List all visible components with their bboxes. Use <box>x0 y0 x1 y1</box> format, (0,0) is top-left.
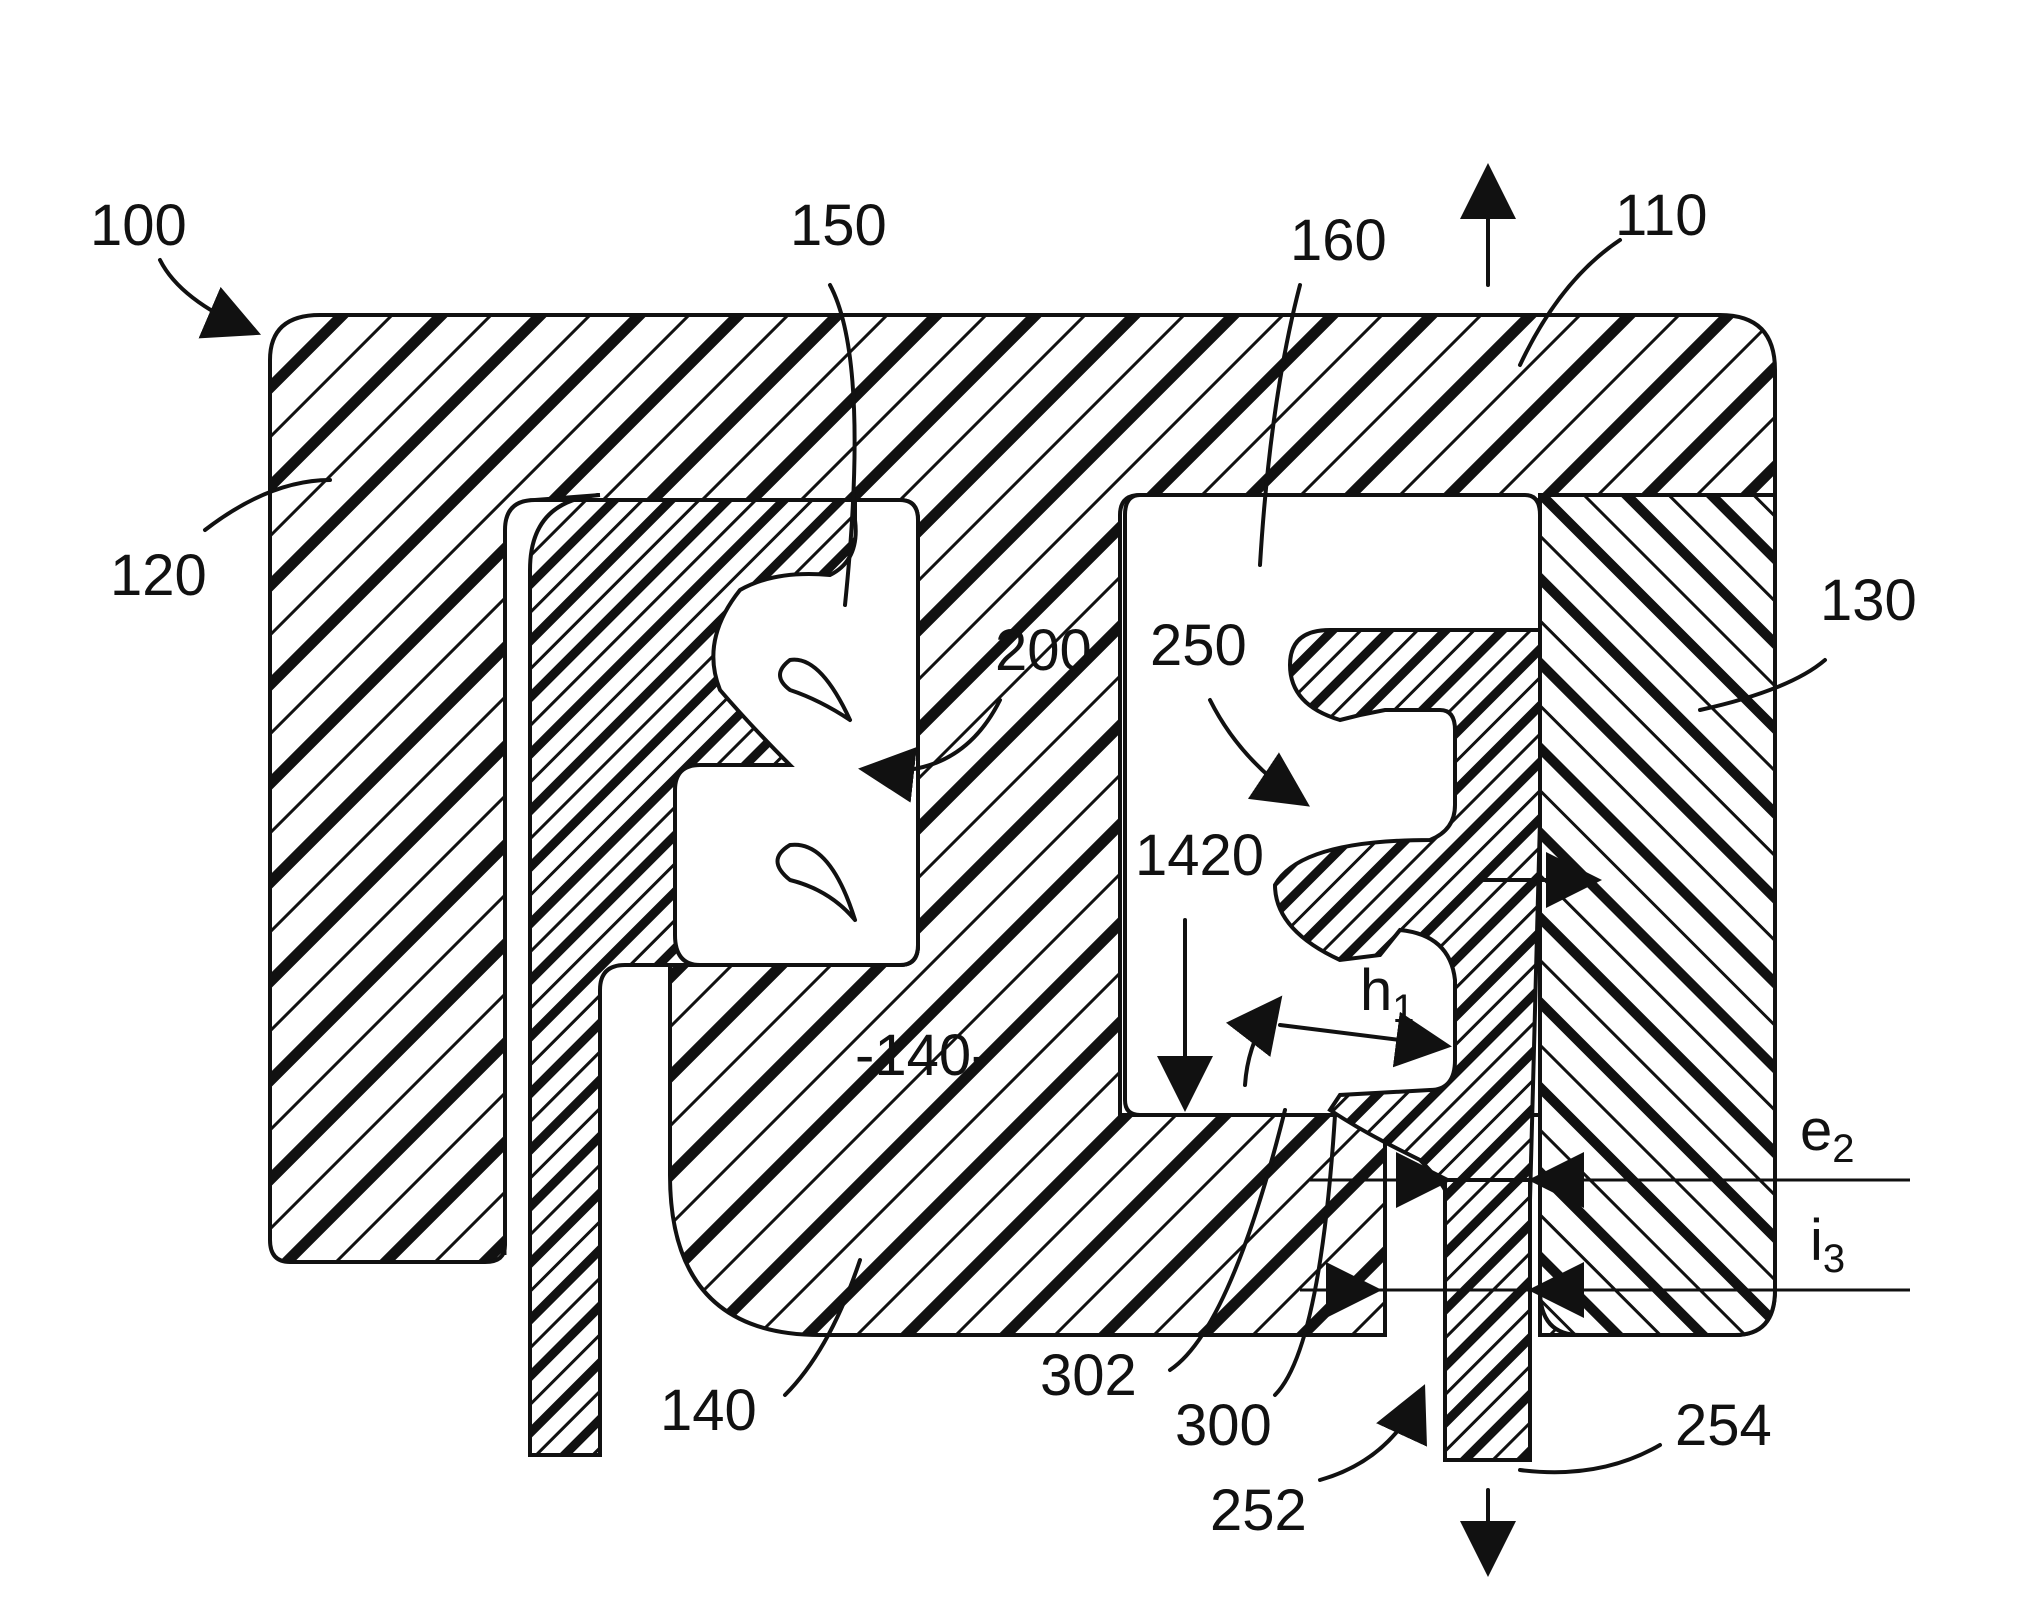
label-200: 200 <box>995 618 1092 683</box>
label-302: 302 <box>1040 1343 1137 1408</box>
label-100: 100 <box>90 193 187 258</box>
leader-100 <box>160 260 250 330</box>
label-160: 160 <box>1290 208 1387 273</box>
label-140: 140 <box>660 1378 757 1443</box>
wall-130 <box>1540 495 1775 1335</box>
leader-252 <box>1320 1395 1420 1480</box>
label-130: 130 <box>1820 568 1917 633</box>
label-1420: 1420 <box>1135 823 1264 888</box>
strip-252 <box>1445 1180 1530 1460</box>
label-252: 252 <box>1210 1478 1307 1543</box>
label-110: 110 <box>1615 183 1707 248</box>
label-150: 150 <box>790 193 887 258</box>
label-300: 300 <box>1175 1393 1272 1458</box>
label-254: 254 <box>1675 1393 1772 1458</box>
label-140-center: -140- <box>855 1023 990 1088</box>
label-120: 120 <box>110 543 207 608</box>
leader-254 <box>1520 1445 1660 1472</box>
label-i3: i3 <box>1810 1208 1845 1281</box>
label-e2: e2 <box>1800 1098 1855 1171</box>
label-250: 250 <box>1150 613 1247 678</box>
